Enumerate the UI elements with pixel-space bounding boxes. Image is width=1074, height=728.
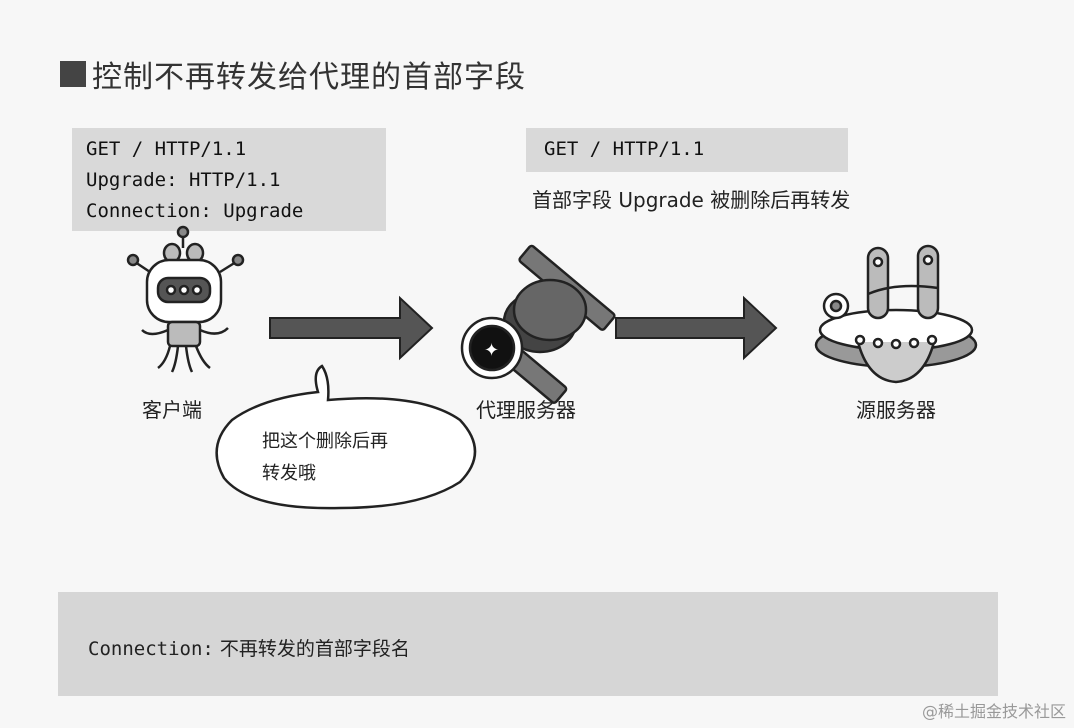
client-label: 客户端 [142, 398, 202, 422]
origin-server-label: 源服务器 [856, 398, 936, 422]
upgrade-header-line: Upgrade: HTTP/1.1 [86, 169, 281, 191]
connection-header-line: Connection: Upgrade [86, 200, 304, 222]
proxy-satellite-icon: ✦ [460, 244, 616, 404]
footer-connection-label: Connection: [88, 638, 214, 660]
upgrade-removed-caption: 首部字段 Upgrade 被删除后再转发 [532, 188, 851, 212]
page-title: 控制不再转发给代理的首部字段 [60, 52, 526, 96]
proxy-server-label: 代理服务器 [476, 398, 576, 422]
footer-note: Connection: 不再转发的首部字段名 [88, 634, 410, 661]
forwarded-request-line: GET / HTTP/1.1 [544, 138, 705, 160]
footer-note-box [58, 592, 998, 696]
speech-bubble-text: 把这个删除后再 转发哦 [262, 426, 452, 490]
request-line: GET / HTTP/1.1 [86, 138, 247, 160]
square-bullet-icon [60, 61, 86, 87]
arrow-to-proxy [269, 295, 434, 361]
origin-server-ufo-icon [814, 244, 978, 384]
speech-bubble [215, 364, 477, 510]
client-robot-icon [126, 225, 245, 373]
speech-line-1: 把这个删除后再 [262, 431, 388, 452]
title-text: 控制不再转发给代理的首部字段 [92, 60, 526, 95]
client-request-box: GET / HTTP/1.1 Upgrade: HTTP/1.1 Connect… [72, 128, 386, 231]
speech-line-2: 转发哦 [262, 463, 316, 484]
footer-description: 不再转发的首部字段名 [213, 638, 410, 660]
arrow-to-origin [615, 295, 778, 361]
forwarded-request-box: GET / HTTP/1.1 [526, 128, 848, 172]
svg-text:✦: ✦ [484, 340, 499, 361]
watermark: @稀土掘金技术社区 [921, 702, 1066, 721]
